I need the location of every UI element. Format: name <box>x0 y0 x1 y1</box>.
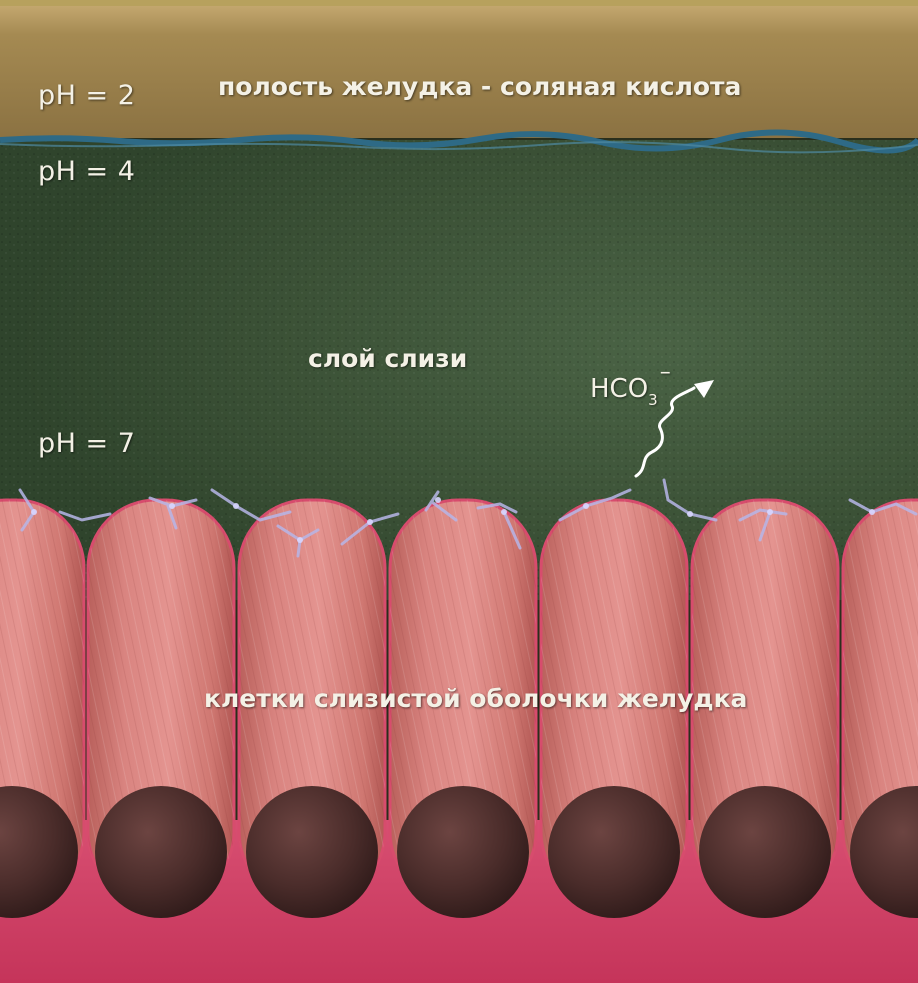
cell-nucleus <box>95 786 227 918</box>
ph-label-mucus-bottom: pH = 7 <box>38 428 135 459</box>
epithelial-cell <box>843 500 918 918</box>
lumen-layer <box>0 0 918 138</box>
cells-label: клетки слизистой оболочки желудка <box>204 684 747 713</box>
bicarbonate-label: HCO3– <box>590 360 671 409</box>
ph-label-lumen: pH = 2 <box>38 80 135 111</box>
ion-subscript: 3 <box>648 391 658 409</box>
cell-nucleus <box>699 786 831 918</box>
ph-label-mucus-top: pH = 4 <box>38 156 135 187</box>
mucus-label: слой слизи <box>308 344 467 373</box>
epithelial-cell <box>0 500 84 918</box>
lumen-label: полость желудка - соляная кислота <box>218 72 741 101</box>
cell-nucleus <box>397 786 529 918</box>
cell-nucleus <box>246 786 378 918</box>
cell-nucleus <box>548 786 680 918</box>
ion-charge: – <box>660 360 671 385</box>
ion-base: HCO <box>590 374 648 404</box>
